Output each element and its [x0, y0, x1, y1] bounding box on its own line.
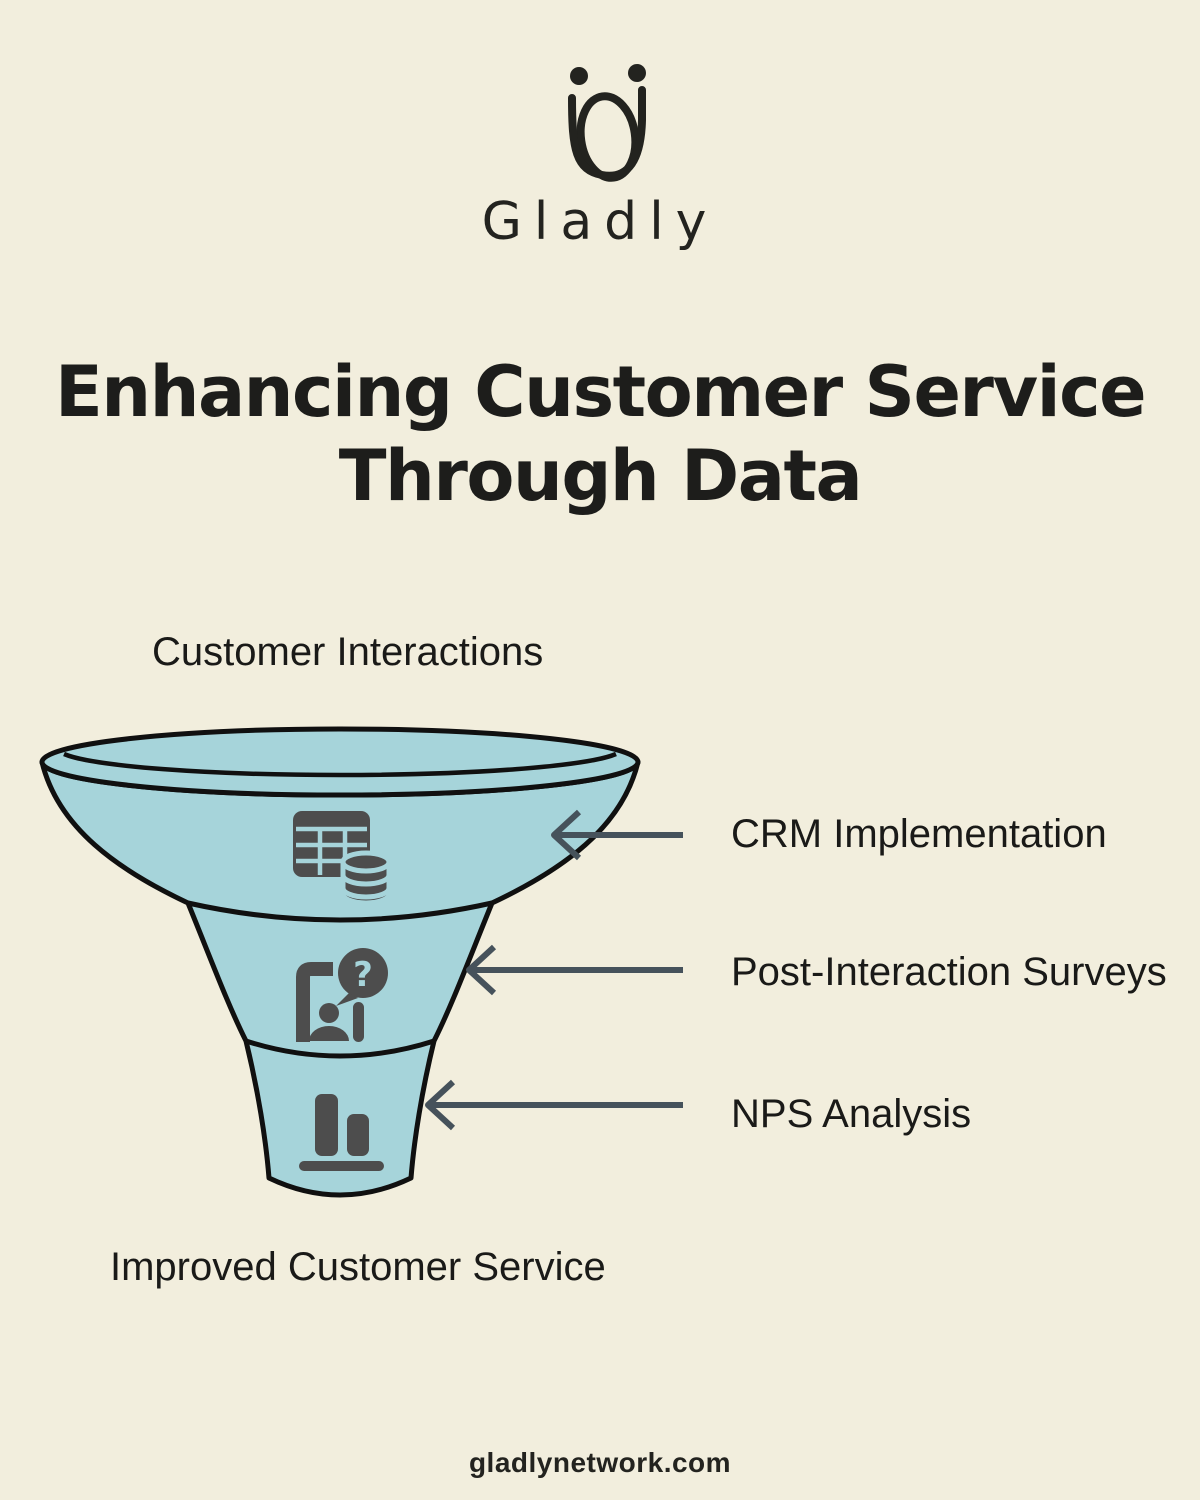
bar-chart-icon [299, 1094, 384, 1171]
callout-arrows [425, 809, 683, 1131]
funnel-divider-1 [187, 900, 493, 923]
table-database-icon [293, 811, 392, 906]
page-title: Enhancing Customer Service Through Data [0, 350, 1200, 518]
funnel-divider-2 [245, 1038, 435, 1059]
arrow-surveys-icon [466, 944, 683, 996]
funnel-mouth [39, 726, 641, 798]
funnel-mouth-inner-lip [63, 751, 617, 778]
stage-label-post-interaction-surveys: Post-Interaction Surveys [731, 950, 1167, 994]
stage-label-crm-implementation: CRM Implementation [731, 812, 1107, 856]
funnel-output-label: Improved Customer Service [110, 1245, 606, 1289]
question-mark-glyph: ? [353, 955, 373, 995]
person-question-bubble-icon: ? [296, 948, 388, 1042]
funnel-input-label: Customer Interactions [152, 630, 544, 674]
website-url: gladlynetwork.com [468, 1447, 732, 1478]
arrow-nps-icon [425, 1079, 683, 1131]
gladly-logo-icon [568, 64, 646, 182]
funnel-shape [39, 726, 641, 1198]
page-title-line-2: Through Data [338, 435, 863, 517]
page-title-line-1: Enhancing Customer Service [54, 351, 1147, 433]
stage-label-nps-analysis: NPS Analysis [731, 1092, 972, 1136]
brand-name: Gladly [481, 192, 719, 252]
arrow-crm-icon [551, 809, 683, 861]
